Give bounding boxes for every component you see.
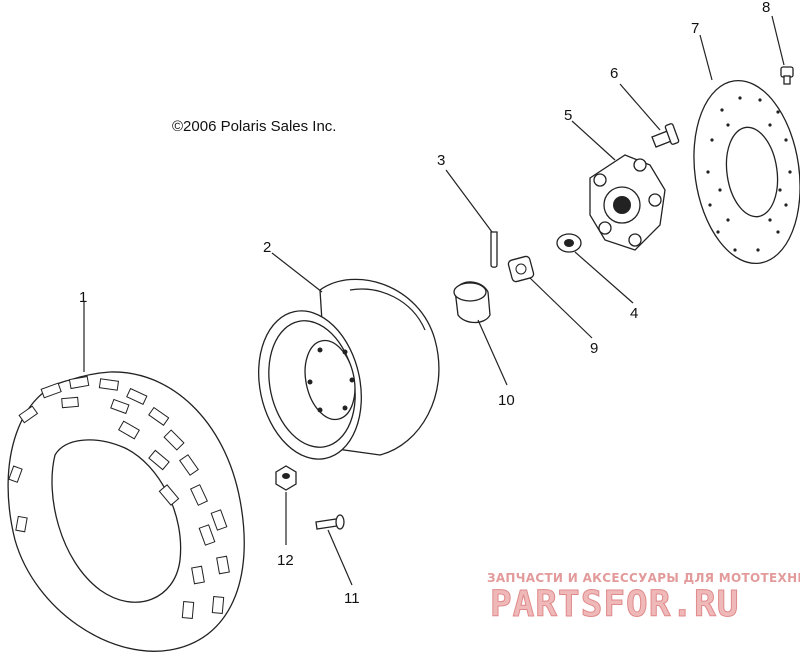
leader-line-3	[445, 169, 493, 233]
leader-line-11	[327, 529, 353, 586]
lug-nut-part	[275, 465, 297, 491]
callout-4: 4	[630, 305, 638, 322]
callout-12: 12	[277, 552, 294, 569]
copyright-text: ©2006 Polaris Sales Inc.	[172, 118, 336, 135]
watermark-tagline: ЗАПЧАСТИ И АКСЕССУАРЫ ДЛЯ МОТОТЕХНИКИ	[487, 571, 800, 585]
callout-6: 6	[610, 65, 618, 82]
washer-part	[556, 233, 582, 253]
callout-10: 10	[498, 392, 515, 409]
castle-nut-part	[507, 255, 535, 283]
leader-line-6	[619, 83, 661, 131]
wheel-rim-part	[258, 278, 440, 460]
wheel-stud-part	[315, 514, 345, 530]
callout-8: 8	[762, 0, 770, 16]
small-bolt-part	[780, 66, 794, 85]
callout-11: 11	[344, 590, 360, 607]
callout-9: 9	[590, 340, 598, 357]
callout-2: 2	[263, 239, 271, 256]
bolt-part	[651, 123, 680, 148]
callout-1: 1	[79, 289, 87, 306]
callout-7: 7	[691, 20, 699, 37]
leader-line-2	[271, 252, 323, 293]
tire-part	[7, 371, 245, 652]
leader-line-5	[571, 120, 616, 161]
leader-line-4	[574, 251, 634, 304]
watermark-brand: PARTSFOR.RU	[490, 584, 739, 625]
wheel-hub-part	[589, 154, 666, 251]
leader-line-7	[699, 34, 713, 81]
hub-cap-part	[453, 281, 491, 324]
brake-disc-part	[693, 79, 800, 265]
cotter-pin-part	[490, 231, 498, 268]
callout-5: 5	[564, 107, 572, 124]
leader-line-9	[529, 277, 593, 339]
leader-line-8	[771, 15, 785, 66]
callout-3: 3	[437, 152, 445, 169]
leader-line-10	[477, 319, 508, 386]
